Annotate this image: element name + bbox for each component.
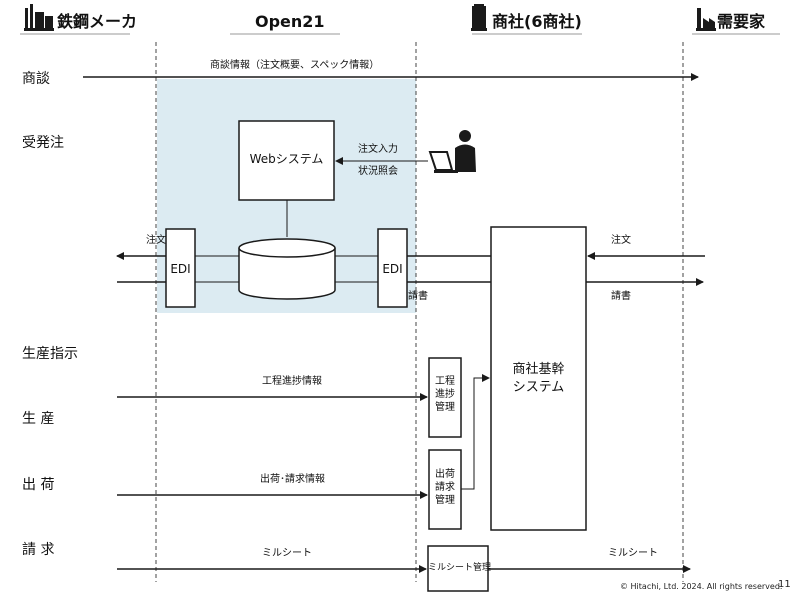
- flow-label-shipping-billing-info: 出荷･請求情報: [260, 474, 325, 485]
- factory-icon: [24, 4, 54, 31]
- edi-left-label: EDI: [170, 262, 191, 276]
- flow-label-order-right: 注文: [611, 235, 631, 246]
- flow-label-order-input: 注文入力: [358, 144, 398, 155]
- building-icon: [471, 4, 487, 31]
- lane-title-customer: 需要家: [717, 12, 766, 31]
- page-number: 11: [778, 579, 791, 590]
- lane-title-steel: 鉄鋼メーカ: [57, 12, 138, 31]
- flow-label-mill-sheet-left: ミルシート: [262, 548, 312, 559]
- copyright-text: © Hitachi, Ltd. 2024. All rights reserve…: [620, 582, 783, 591]
- shipping-mgmt-label: 出荷 請求 管理: [435, 469, 455, 506]
- database-cylinder: [238, 238, 336, 300]
- edi-right-box: [377, 228, 408, 308]
- lane-title-trading: 商社(6商社): [492, 12, 582, 31]
- row-label-production-instruction: 生産指示: [22, 346, 78, 362]
- flow-label-progress-info: 工程進捗情報: [262, 376, 322, 387]
- flow-label-order-left: 注文: [146, 235, 166, 246]
- progress-mgmt-box: [428, 357, 462, 438]
- edi-right-label: EDI: [382, 262, 403, 276]
- row-label-negotiation: 商談: [22, 71, 50, 87]
- core-system-box: [490, 226, 587, 531]
- user-with-laptop-icon: [428, 130, 476, 173]
- plant-icon: [696, 8, 716, 31]
- mill-sheet-mgmt-label: ミルシート管理: [428, 563, 492, 573]
- web-system-label: Webシステム: [249, 152, 324, 166]
- flow-label-invoice-right: 請書: [611, 291, 631, 302]
- row-label-production: 生 産: [22, 411, 55, 427]
- flow-label-negotiation: 商談情報（注文概要、スペック情報）: [210, 60, 380, 71]
- core-system-label: 商社基幹 システム: [512, 362, 565, 395]
- row-label-shipping: 出 荷: [22, 477, 55, 493]
- lane-title-open21: Open21: [255, 12, 325, 31]
- progress-mgmt-label: 工程 進捗 管理: [435, 376, 455, 413]
- flow-label-status-inquiry: 状況照会: [358, 166, 398, 177]
- flow-label-invoice-mid: 請書: [408, 291, 428, 302]
- flow-label-mill-sheet-right: ミルシート: [608, 548, 658, 559]
- row-label-billing: 請 求: [22, 542, 55, 558]
- web-system-box: [238, 120, 335, 201]
- shipping-mgmt-box: [428, 449, 462, 530]
- row-label-order: 受発注: [22, 135, 64, 151]
- edi-left-box: [165, 228, 196, 308]
- mgmt-to-core-connector: [461, 374, 490, 490]
